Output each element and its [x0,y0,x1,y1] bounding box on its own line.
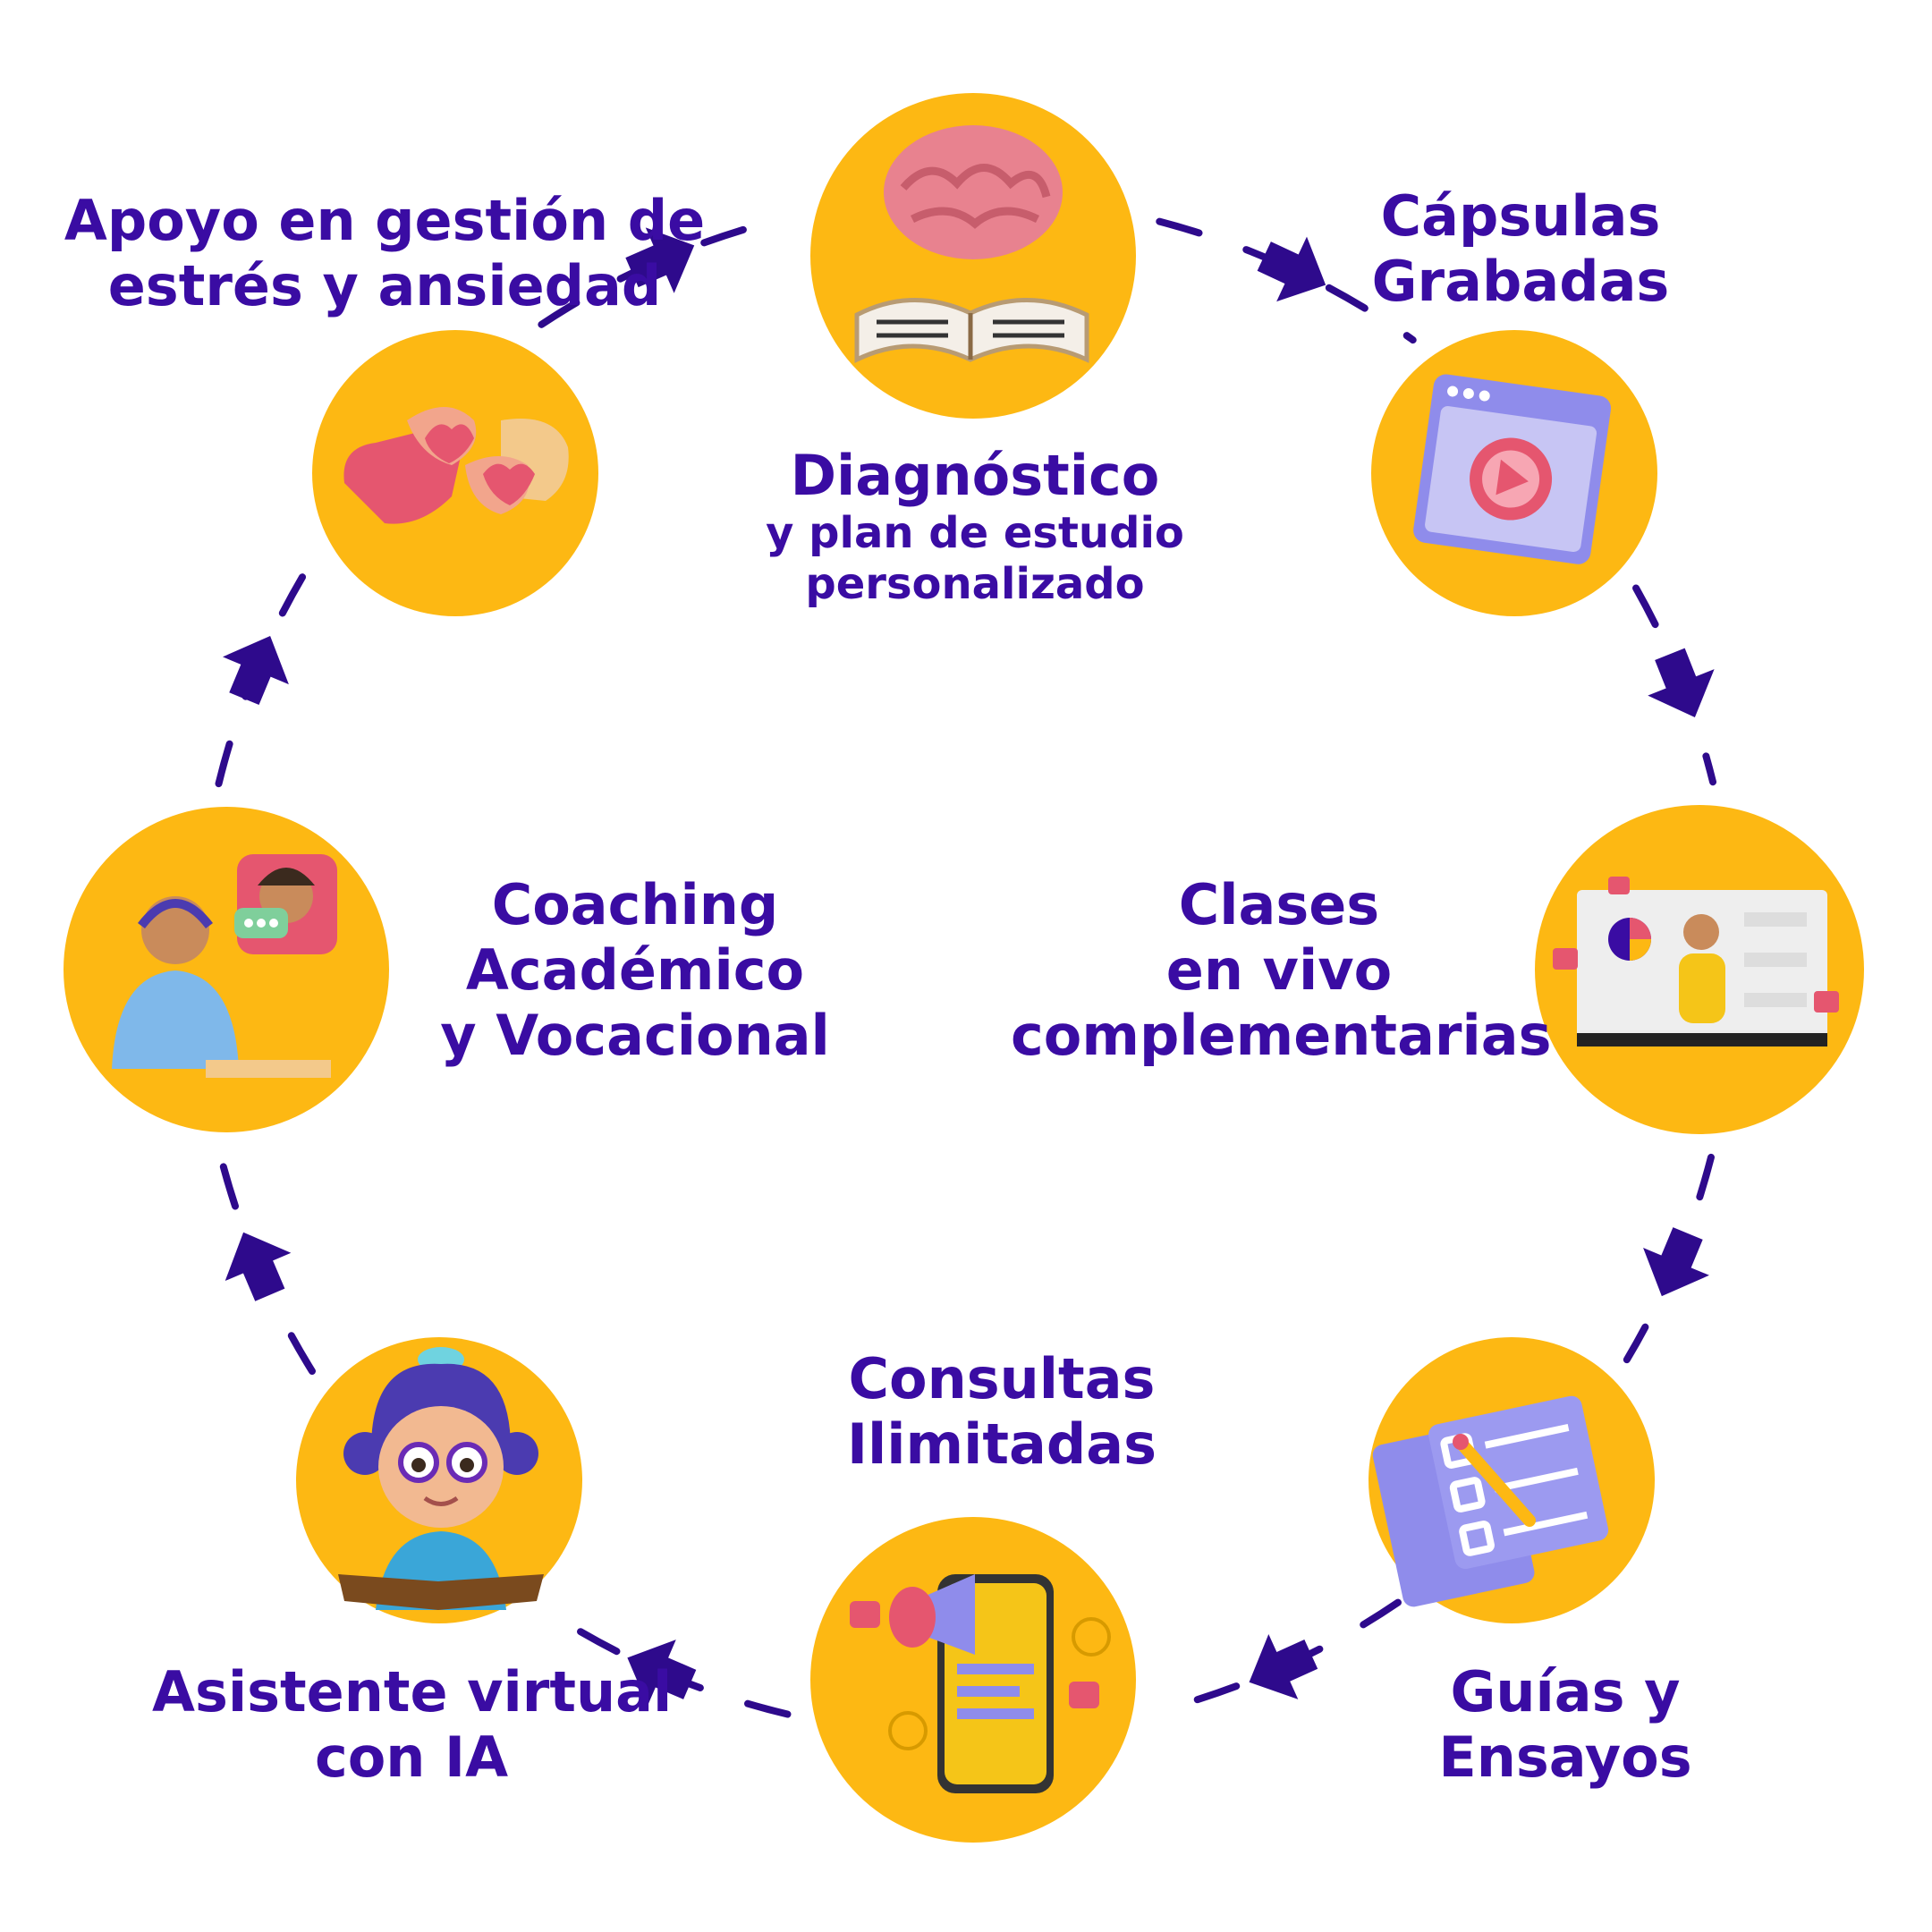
arrow-icon [1249,1633,1318,1699]
label-estres: Apoyo en gestión de estrés y ansiedad [63,188,707,318]
cycle-connectors [215,214,1717,1718]
brain-book-icon [854,125,1089,363]
arrow-icon [1643,1227,1709,1297]
heart-hands-icon [343,407,569,524]
label-line: estrés y ansiedad [107,253,662,319]
connector-line [1156,217,1417,344]
label-line: personalizado [805,558,1145,609]
arrow-icon [625,227,695,293]
arrow-icon [1648,648,1715,717]
live-class-icon [1553,877,1839,1046]
checklist-icon [1372,1395,1609,1607]
label-line: y plan de estudio [766,508,1184,559]
label-line: Académico [465,937,805,1004]
node-capsulas [1371,330,1657,616]
label-title: Diagnóstico [790,443,1160,508]
label-capsulas: Cápsulas Grabadas [1315,183,1726,314]
node-guias [1368,1337,1655,1623]
label-line: complementarias [1011,1003,1552,1069]
label-line: Guías y [1450,1659,1681,1724]
coaching-call-icon [112,854,337,1078]
label-diagnostico: Diagnóstico y plan de estudio personaliz… [742,443,1208,609]
node-diagnostico [810,93,1136,419]
label-line: Cápsulas [1380,183,1661,249]
label-line: Consultas [848,1346,1156,1411]
megaphone-phone-icon [850,1574,1111,1793]
node-circle [64,807,389,1132]
label-line: en vivo [1165,937,1393,1004]
label-line: Clases [1178,872,1380,937]
label-line: Ilimitadas [846,1411,1157,1478]
label-line: con IA [314,1724,509,1791]
label-clases: Clases en vivo complementarias [1011,872,1552,1069]
virtual-assistant-icon [338,1347,544,1610]
label-line: Apoyo en gestión de [64,188,706,253]
arrow-icon [223,635,289,706]
label-guias: Guías y Ensayos [1368,1659,1762,1790]
label-line: Ensayos [1438,1724,1692,1791]
label-line: Asistente virtual [152,1659,673,1724]
arrow-icon [1257,236,1326,302]
arrow-icon [627,1640,697,1706]
label-coaching: Coaching Académico y Vocacional [394,872,877,1068]
node-asistente [296,1337,582,1623]
node-consultas [810,1517,1136,1843]
label-line: Grabadas [1371,249,1670,315]
arrow-icon [225,1232,292,1301]
node-coaching [64,807,389,1132]
label-consultas: Consultas Ilimitadas [787,1346,1216,1477]
label-line: y Vocacional [440,1003,830,1069]
label-line: Coaching [491,872,779,937]
node-estres [312,330,598,616]
label-asistente: Asistente virtual con IA [152,1659,673,1791]
video-player-icon [1413,374,1612,564]
node-clases [1535,805,1864,1134]
